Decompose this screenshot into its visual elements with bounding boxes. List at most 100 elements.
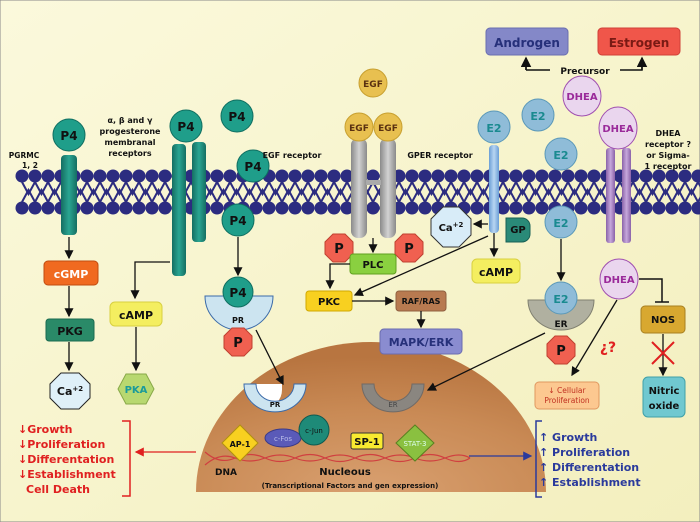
dhea-ligand xyxy=(598,106,638,150)
egf-label: EGF xyxy=(349,124,369,134)
er-nuclear xyxy=(361,383,425,413)
pgrmc-receptor xyxy=(61,155,77,235)
rafras-label: RAF/RAS xyxy=(402,297,441,306)
lipid-head xyxy=(28,169,42,183)
membrane-pr-receptor-b xyxy=(192,142,206,242)
lipid-head xyxy=(639,169,653,183)
androgen-label: Androgen xyxy=(494,36,560,50)
lipid-head xyxy=(535,201,549,215)
lipid-head xyxy=(496,169,510,183)
lipid-head xyxy=(639,201,653,215)
mapk-label: MAPK/ERK xyxy=(389,336,454,349)
pka-label: PKA xyxy=(125,385,148,396)
cgmp-box xyxy=(43,260,99,286)
p4-ligand xyxy=(52,118,86,152)
pgrmc-label: PGRMC xyxy=(9,151,40,160)
cell-prolif-label-2: Proliferation xyxy=(544,396,590,405)
gp-label: GP xyxy=(510,225,526,236)
phospho-p xyxy=(324,233,354,263)
egf-ligand xyxy=(344,112,374,142)
p4-label: P4 xyxy=(244,160,261,174)
dna-strand xyxy=(204,454,471,466)
lipid-head xyxy=(574,201,588,215)
lipid-head xyxy=(431,169,445,183)
estrogen-label: Estrogen xyxy=(609,36,670,50)
sp1-label: SP-1 xyxy=(354,437,380,448)
precursor-label: Precursor xyxy=(560,67,610,77)
lipid-head xyxy=(93,201,107,215)
mpr-label-2: progesterone xyxy=(100,127,161,136)
lipid-head xyxy=(678,201,692,215)
inhibition-line xyxy=(639,278,669,303)
lipid-head xyxy=(145,169,159,183)
no-box xyxy=(642,376,686,418)
er-label: ER xyxy=(554,320,567,330)
effect-down: Cell Death xyxy=(26,483,90,496)
bracket-down xyxy=(122,420,131,497)
p4-label: P4 xyxy=(229,286,246,300)
ap1-diamond xyxy=(221,424,259,462)
androgen-box xyxy=(485,27,569,56)
camp-box xyxy=(109,301,163,327)
egf-label: EGF xyxy=(363,80,383,90)
lipid-head xyxy=(15,169,29,183)
e2-label: E2 xyxy=(530,110,545,123)
p4-ligand xyxy=(236,149,270,183)
e2-label: E2 xyxy=(486,122,501,135)
e2-label: E2 xyxy=(553,217,568,230)
dhea-ligand xyxy=(599,258,639,300)
effect-up: ↑ Proliferation xyxy=(539,446,630,459)
p4-label: P4 xyxy=(60,129,77,143)
lipid-head xyxy=(366,201,380,215)
block-x-icon xyxy=(651,341,675,365)
lipid-head xyxy=(132,169,146,183)
lipid-head xyxy=(587,201,601,215)
dhea-r-label-4: 1 receptor xyxy=(645,162,692,171)
mpr-label-1: α, β and γ xyxy=(108,116,153,125)
lipid-head xyxy=(210,201,224,215)
lipid-head xyxy=(496,201,510,215)
lipid-head xyxy=(314,201,328,215)
ca-label: Ca+2 xyxy=(57,385,83,398)
lipid-head xyxy=(548,169,562,183)
lipid-head xyxy=(366,169,380,183)
lipid-head xyxy=(405,169,419,183)
egf-receptor-right xyxy=(380,138,396,238)
stat3-label: STAT-3 xyxy=(403,440,426,448)
lipid-head xyxy=(587,169,601,183)
lipid-head xyxy=(145,201,159,215)
gp-protein xyxy=(505,217,531,243)
lipid-head xyxy=(340,169,354,183)
dhea-r-label-1: DHEA xyxy=(656,129,682,138)
dna-label: DNA xyxy=(215,468,237,478)
dhea-label: DHEA xyxy=(602,124,634,135)
unknown-mark: ¿? xyxy=(600,340,616,356)
lipid-head xyxy=(301,169,315,183)
lipid-head xyxy=(275,169,289,183)
p4-ligand xyxy=(221,203,255,237)
lipid-head xyxy=(678,169,692,183)
p-label: P xyxy=(334,242,344,257)
p-label: P xyxy=(233,336,243,351)
lipid-head xyxy=(158,169,172,183)
effect-down: ↓Differentation xyxy=(18,453,114,466)
lipid-head xyxy=(665,201,679,215)
p4-ligand xyxy=(222,276,254,308)
mpr-label-4: receptors xyxy=(108,149,152,158)
dhea-r-label-2: receptor ? xyxy=(645,140,691,149)
egf-ligand xyxy=(373,112,403,142)
ca-label: Ca+2 xyxy=(439,221,464,234)
pkg-label: PKG xyxy=(57,325,83,338)
p4-label: P4 xyxy=(229,214,246,228)
lipid-head xyxy=(574,169,588,183)
pka-hexagon xyxy=(117,373,155,405)
lipid-head xyxy=(223,169,237,183)
lipid-head xyxy=(340,201,354,215)
lipid-head xyxy=(327,201,341,215)
lipid-head xyxy=(652,169,666,183)
stat3-diamond xyxy=(395,424,435,462)
lipid-head xyxy=(522,201,536,215)
pr-nuclear xyxy=(243,383,307,413)
lipid-head xyxy=(327,169,341,183)
lipid-head xyxy=(314,169,328,183)
